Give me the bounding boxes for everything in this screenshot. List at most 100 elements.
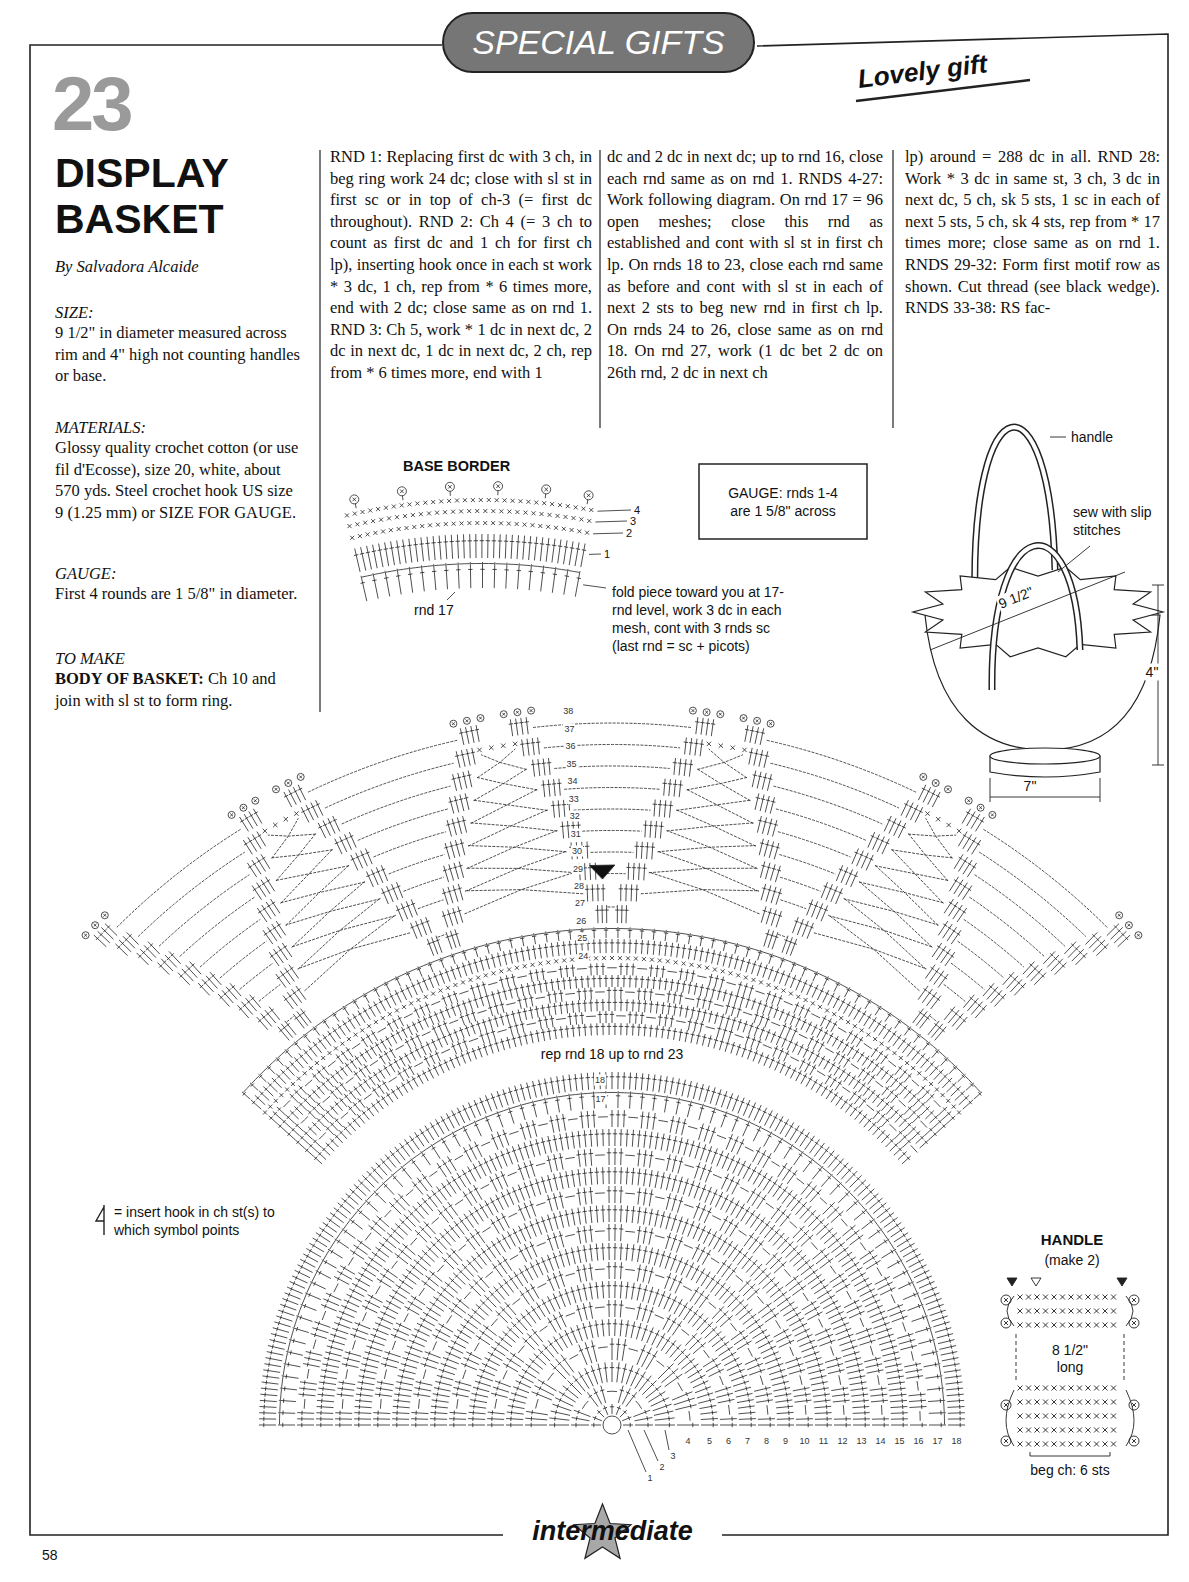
single-crochet-stitches: [84, 709, 1140, 936]
join-marker: [1031, 1278, 1041, 1286]
round-number: 10: [798, 1436, 810, 1447]
column-rule: [892, 150, 893, 428]
round-number: 24: [577, 950, 589, 961]
legend-symbol: [92, 1203, 110, 1237]
handle-outline: [992, 546, 1080, 690]
double-crochet-stitches: [304, 1011, 911, 1156]
chain-loops: [362, 563, 579, 577]
round-number: 28: [573, 881, 585, 892]
double-crochet-stitches: [295, 999, 928, 1148]
row-number: 3: [630, 515, 636, 528]
single-crochet-stitches: [1018, 1295, 1117, 1447]
round-number: 12: [836, 1436, 848, 1447]
picot-marks: [353, 484, 591, 501]
chain-loops: [243, 928, 980, 1092]
round-number: 7: [744, 1436, 751, 1447]
instruction-text: RND 1: Replacing first dc with 3 ch, in …: [330, 146, 592, 384]
round-number: 16: [912, 1436, 924, 1447]
section-heading: SIZE:: [55, 302, 94, 324]
picots: [1001, 1295, 1139, 1456]
double-crochet-stitches: [269, 963, 956, 1124]
round-number: 26: [575, 915, 587, 926]
chain-loops: [582, 1391, 641, 1409]
chain-loops: [319, 1016, 917, 1153]
subheading: BODY OF BASKET:: [55, 669, 204, 688]
start-marker: [1007, 1278, 1127, 1286]
instruction-text: dc and 2 dc in next dc; up to rnd 16, cl…: [607, 146, 883, 384]
callout: sew with slip stitches: [1073, 503, 1161, 539]
double-crochet-stitches: [316, 1129, 908, 1427]
chain-loops: [280, 1092, 945, 1424]
round-number: 8: [763, 1436, 770, 1447]
single-crochet-stitches: [345, 498, 593, 517]
round-number: 32: [569, 811, 581, 822]
double-crochet-stitches: [392, 1205, 832, 1427]
hook-symbol: [96, 1205, 104, 1235]
picots: [82, 707, 1142, 939]
round-label: rnd 17: [414, 602, 454, 619]
gauge-text: First 4 rounds are 1 5/8" in diameter.: [55, 583, 305, 605]
section-heading: MATERIALS:: [55, 417, 146, 439]
dimension: 7": [1024, 778, 1037, 795]
double-crochet-stitches: [373, 1186, 851, 1427]
round-number: 34: [567, 776, 579, 787]
title: DISPLAY BASKET: [55, 150, 290, 242]
double-crochet-stitches: [468, 1281, 756, 1427]
double-crochet-stitches: [335, 1148, 889, 1427]
section-banner: SPECIAL GIFTS: [442, 12, 755, 73]
legend-text: = insert hook in ch st(s) to which symbo…: [114, 1203, 282, 1239]
chain-loops: [117, 723, 1107, 1022]
column-rule: [599, 150, 600, 428]
round-number: 13: [855, 1436, 867, 1447]
round-number: 36: [564, 741, 576, 752]
round-number: 35: [566, 758, 578, 769]
double-crochet-stitches: [278, 1091, 946, 1427]
double-crochet-stitches: [297, 1110, 927, 1427]
row-number: 2: [626, 527, 632, 540]
level-badge: intermediate: [505, 1508, 720, 1554]
paragraph: BODY OF BASKET:Ch 10 and join with sl st…: [55, 668, 305, 711]
double-crochet-stitches: [361, 562, 581, 601]
legend-item: = insert hook in ch st(s) to which symbo…: [92, 1203, 282, 1239]
section-heading: GAUGE:: [55, 563, 116, 585]
round-number: 31: [570, 828, 582, 839]
round-number: 25: [576, 933, 588, 944]
double-crochet-stitches: [411, 1224, 813, 1427]
designer-credit: By Salvadora Alcaide: [55, 256, 199, 278]
round-number: 17: [931, 1436, 943, 1447]
round-number: 14: [874, 1436, 886, 1447]
stitch-chart: [259, 1072, 965, 1472]
round-number: 37: [563, 723, 575, 734]
double-crochet-stitches: [525, 1338, 699, 1427]
round-number: 6: [725, 1436, 732, 1447]
chain-loops: [342, 1155, 882, 1415]
double-crochet-stitches: [354, 1167, 870, 1427]
chart-note: fold piece toward you at 17-rnd level, w…: [612, 583, 784, 655]
section-heading: TO MAKE: [55, 648, 125, 670]
node-shape: [698, 463, 868, 540]
round-number: 18: [950, 1436, 962, 1447]
round-number: 3: [669, 1451, 676, 1462]
banner-shape: [443, 13, 754, 72]
single-crochet-stitches: [350, 521, 589, 540]
base-border-chart: [345, 482, 631, 601]
double-crochet-stitches: [591, 1404, 633, 1427]
round-number: 30: [571, 846, 583, 857]
double-crochet-stitches: [251, 939, 973, 1109]
double-crochet-stitches: [506, 1319, 718, 1427]
node-text: intermediate: [532, 1515, 693, 1547]
double-crochet-stitches: [259, 1072, 965, 1427]
double-crochet-stitches: [94, 717, 1130, 1040]
double-crochet-stitches: [287, 987, 938, 1140]
pineapple-chart: [82, 707, 1142, 1164]
double-crochet-stitches: [242, 927, 982, 1099]
dimension: 4": [1145, 664, 1160, 681]
chain-loops: [304, 1117, 920, 1421]
pattern-number: 23: [52, 64, 131, 144]
round-number: 9: [782, 1436, 789, 1447]
scalloped-rim: [913, 567, 1163, 657]
round-number: 2: [658, 1462, 665, 1473]
box-outline: [699, 464, 867, 539]
gauge-box: GAUGE: rnds 1-4 are 1 5/8" across: [698, 463, 868, 540]
